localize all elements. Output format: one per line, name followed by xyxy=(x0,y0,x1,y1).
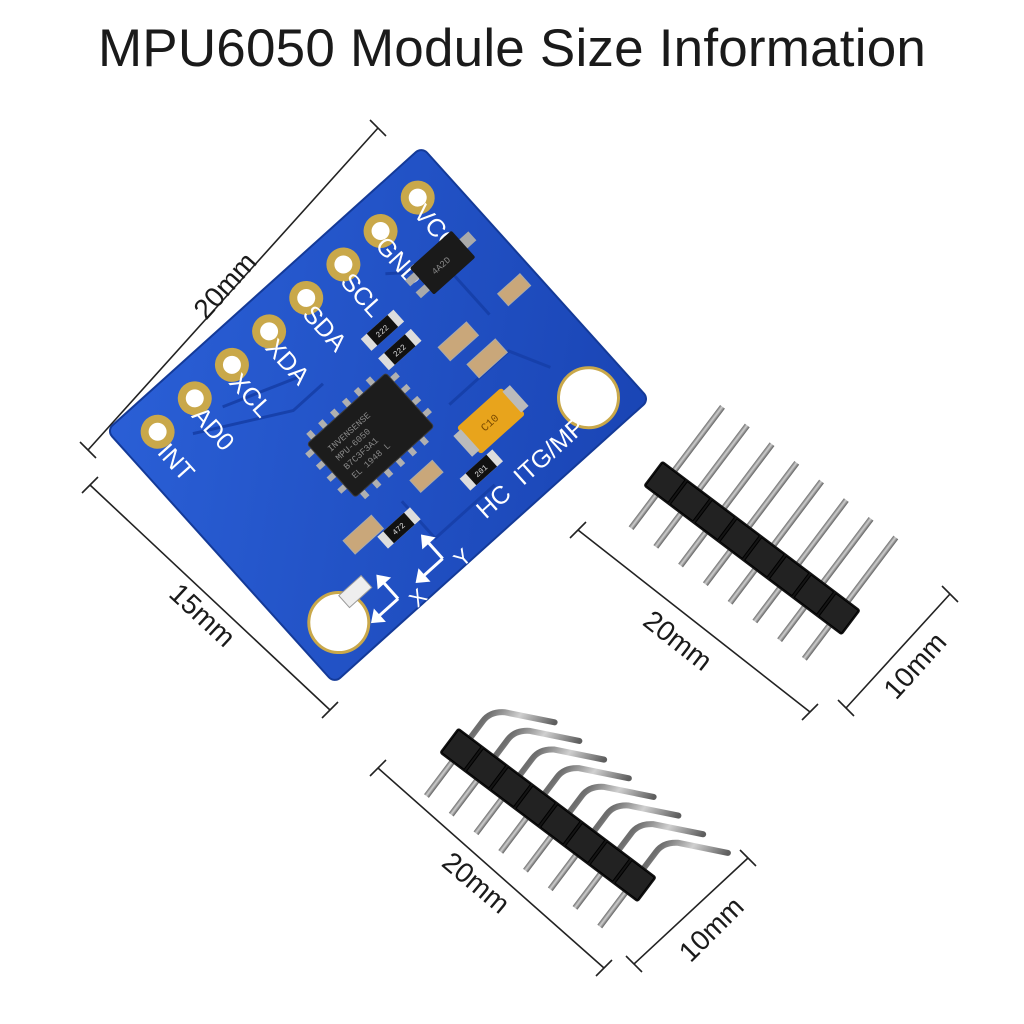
header-pin-bent xyxy=(516,746,608,779)
tantalum-capacitor: C10 xyxy=(453,385,529,457)
header-segment xyxy=(564,822,606,864)
header-pin-bottom xyxy=(702,548,733,586)
header-segment xyxy=(589,841,631,882)
header-pin-top xyxy=(746,460,800,529)
pin-hole xyxy=(334,255,353,274)
header-segment xyxy=(669,481,711,522)
power-led xyxy=(338,574,373,609)
header-segment xyxy=(793,574,835,615)
dimension-bent-header-length xyxy=(369,759,613,977)
pin-hole xyxy=(222,355,241,374)
header-segment xyxy=(818,592,859,634)
bent-header-length-label: 20mm xyxy=(436,846,516,920)
header-pin-straight xyxy=(448,777,481,817)
dimension-straight-header-height xyxy=(837,585,959,717)
header-pin-top xyxy=(845,535,899,604)
axis-x-icon xyxy=(370,574,400,624)
header-segment xyxy=(645,462,686,504)
mounting-hole xyxy=(307,591,371,655)
header-pin-straight xyxy=(498,815,530,854)
pin-hole xyxy=(371,222,390,241)
header-segment xyxy=(441,729,482,771)
header-pin-top xyxy=(820,516,874,585)
header-pin-top xyxy=(721,442,775,510)
header-segment xyxy=(540,804,581,845)
axis-y-icon xyxy=(415,534,444,584)
header-pin-bent xyxy=(491,727,583,761)
header-pin-bent xyxy=(565,783,657,817)
resistor: 222 xyxy=(360,309,405,351)
mpu6050-chip: INVENSENSE MPU-6050 B7C3F3A1 EL 1948 L xyxy=(305,372,434,500)
header-segment xyxy=(768,555,810,597)
dimension-straight-header-length xyxy=(569,521,819,721)
header-pin-bottom xyxy=(752,586,783,624)
header-pin-bent xyxy=(541,765,632,798)
right-angle-pin-header xyxy=(424,709,731,929)
header-pin-straight xyxy=(572,871,604,910)
header-pin-bent xyxy=(615,821,707,854)
header-pin-bottom xyxy=(678,530,709,568)
pin-hole xyxy=(297,288,316,307)
header-pin-bottom xyxy=(628,492,659,531)
straight-header-height-label: 10mm xyxy=(877,626,952,705)
header-pin-straight xyxy=(523,833,555,873)
header-pin-bent xyxy=(640,839,731,873)
header-pin-top xyxy=(696,423,750,492)
pin-hole xyxy=(148,422,167,441)
header-segment xyxy=(694,499,736,541)
bent-header-height-label: 10mm xyxy=(673,891,750,968)
header-pin-bent xyxy=(590,802,682,835)
header-segment xyxy=(744,537,785,578)
mounting-hole xyxy=(556,366,620,430)
resistor: 201 xyxy=(459,449,504,491)
voltage-regulator: 4A2D xyxy=(404,231,477,299)
header-segment xyxy=(490,766,532,808)
header-pin-top xyxy=(671,405,725,473)
header-pin-straight xyxy=(424,759,456,798)
straight-header-length-label: 20mm xyxy=(638,604,718,676)
pin-hole xyxy=(185,389,204,408)
header-segment xyxy=(515,785,556,826)
resistor: 472 xyxy=(377,507,421,549)
header-pin-bottom xyxy=(777,604,808,642)
header-pin-bottom xyxy=(801,623,833,661)
header-segment xyxy=(614,859,655,901)
dimension-board-width xyxy=(79,119,387,459)
header-pin-straight xyxy=(473,796,505,836)
header-pin-bottom xyxy=(653,511,684,549)
header-pin-bottom xyxy=(727,567,758,605)
header-segment xyxy=(719,518,760,559)
dimension-bent-header-height xyxy=(625,849,757,973)
dimension-board-height xyxy=(81,476,339,719)
header-segment xyxy=(465,748,507,789)
header-pin-top xyxy=(795,498,849,566)
header-pin-straight xyxy=(597,889,629,929)
pin-hole xyxy=(260,322,279,341)
header-pin-bent xyxy=(466,709,558,742)
straight-pin-header xyxy=(628,405,899,661)
resistor: 222 xyxy=(378,328,422,371)
page-title: MPU6050 Module Size Information xyxy=(97,19,927,78)
capacitor xyxy=(342,273,532,555)
header-pin-top xyxy=(771,479,824,548)
pin-hole xyxy=(408,188,427,207)
header-pin-straight xyxy=(547,852,580,892)
